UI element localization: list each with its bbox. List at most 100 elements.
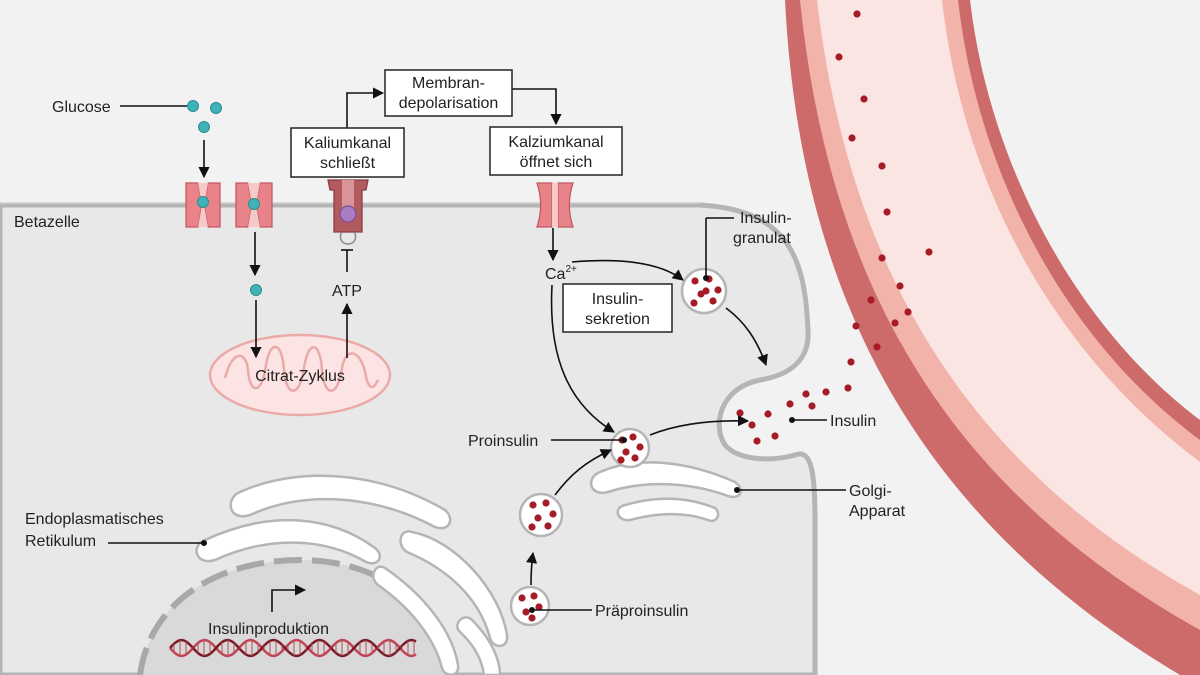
insulin-molecule bbox=[528, 523, 536, 531]
insulin-molecule bbox=[522, 608, 530, 616]
insulin-molecule bbox=[860, 95, 868, 103]
glucose-molecule bbox=[198, 121, 210, 133]
insulin-sekretion-label-2: sekretion bbox=[585, 311, 650, 328]
insulin-molecule bbox=[802, 390, 810, 398]
insulin-molecule bbox=[891, 319, 899, 327]
atp-label: ATP bbox=[332, 283, 362, 300]
insulin-molecule bbox=[534, 514, 542, 522]
insulin-molecule bbox=[771, 432, 779, 440]
insulin-molecule bbox=[835, 53, 843, 61]
insulin-molecule bbox=[753, 437, 761, 445]
insulin-molecule bbox=[844, 384, 852, 392]
insulin-molecule bbox=[808, 402, 816, 410]
membran-label-1: Membran- bbox=[412, 75, 485, 92]
glucose-molecules bbox=[187, 100, 262, 296]
insulin-sekretion-box bbox=[562, 283, 673, 333]
insulin-molecule bbox=[786, 400, 794, 408]
insulin-molecule bbox=[622, 448, 630, 456]
arrows bbox=[108, 87, 846, 611]
insulin-molecule bbox=[883, 208, 891, 216]
insulin-molecule bbox=[764, 410, 772, 418]
endoplasmic-reticulum bbox=[195, 474, 509, 675]
membran-label-2: depolarisation bbox=[399, 95, 499, 112]
dna-strand-1 bbox=[169, 638, 417, 658]
insulin-sekretion-label-1: Insulin- bbox=[592, 291, 644, 308]
golgi-label-1: Golgi- bbox=[849, 483, 892, 500]
insulin-molecule bbox=[853, 10, 861, 18]
insulin-molecule bbox=[873, 343, 881, 351]
glucose-molecule bbox=[250, 284, 262, 296]
er-cisterna-1 bbox=[229, 474, 452, 530]
ca-label-base: Ca bbox=[545, 266, 566, 283]
ca-label: Ca2+ bbox=[545, 264, 577, 283]
kalziumkanal-label-1: Kalziumkanal bbox=[508, 134, 603, 151]
insulin-molecules bbox=[518, 10, 933, 622]
potassium-channel bbox=[327, 179, 369, 245]
glucose-molecule bbox=[248, 198, 260, 210]
insulin-molecule bbox=[847, 358, 855, 366]
insulin-molecule bbox=[702, 287, 710, 295]
insulin-molecule bbox=[530, 592, 538, 600]
arrow-proinsulin-to-exocytosis bbox=[649, 415, 750, 436]
vessel-lumen bbox=[817, 0, 1200, 595]
insulin-molecule bbox=[925, 248, 933, 256]
insulin-molecule bbox=[867, 296, 875, 304]
dna-rungs bbox=[173, 640, 415, 656]
golgi-apparatus bbox=[589, 461, 743, 523]
kaliumkanal-box bbox=[290, 127, 405, 178]
insulin-granulat-label-2: granulat bbox=[733, 230, 791, 247]
insulin-molecule bbox=[617, 456, 625, 464]
arrow-vesicle-to-proinsulin bbox=[554, 449, 613, 496]
text-labels: Glucose Betazelle Kaliumkanal schließt M… bbox=[14, 75, 906, 638]
insulinproduktion-label: Insulinproduktion bbox=[208, 621, 329, 638]
insulin-molecule bbox=[518, 594, 526, 602]
insulin-molecule bbox=[709, 297, 717, 305]
insulin-molecule bbox=[631, 454, 639, 462]
praeproinsulin-label: Präproinsulin bbox=[595, 603, 688, 620]
leader-dots bbox=[201, 275, 795, 613]
er-cisterna-2 bbox=[195, 518, 381, 565]
dna-strand-2 bbox=[169, 638, 417, 658]
kalziumkanal-box bbox=[489, 126, 623, 176]
glucose-label: Glucose bbox=[52, 99, 111, 116]
ca-label-charge: 2+ bbox=[565, 264, 577, 275]
blood-vessel bbox=[785, 0, 1200, 675]
mitochondrion-cristae bbox=[223, 345, 380, 392]
transcription-arrow bbox=[271, 584, 307, 612]
arrow-depolarisation-to-kalzium bbox=[512, 88, 562, 126]
glucose-transporter-2 bbox=[235, 182, 273, 228]
insulin-molecule bbox=[528, 614, 536, 622]
insulin-granulat-label-1: Insulin- bbox=[740, 210, 792, 227]
betazelle-label: Betazelle bbox=[14, 214, 80, 231]
citrat-zyklus-label: Citrat-Zyklus bbox=[255, 368, 345, 385]
glucose-molecule bbox=[187, 100, 199, 112]
membran-box bbox=[384, 69, 513, 117]
insulin-label: Insulin bbox=[830, 413, 876, 430]
label-boxes bbox=[290, 69, 673, 333]
er-label-1: Endoplasmatisches bbox=[25, 511, 164, 528]
arrow-kalium-to-depolarisation bbox=[346, 87, 385, 128]
insulin-molecule bbox=[736, 409, 744, 417]
dna-helix-icon bbox=[169, 638, 417, 658]
insulin-molecule bbox=[549, 510, 557, 518]
arrow-praeproinsulin-to-vesicle bbox=[526, 551, 538, 586]
er-cisterna-5 bbox=[456, 616, 502, 675]
kalziumkanal-label-2: öffnet sich bbox=[520, 154, 593, 171]
insulin-molecule bbox=[629, 433, 637, 441]
atp-binding-site bbox=[339, 205, 357, 223]
glucose-molecule bbox=[197, 196, 209, 208]
insulin-molecule bbox=[878, 254, 886, 262]
insulin-molecule bbox=[848, 134, 856, 142]
insulin-molecule bbox=[904, 308, 912, 316]
er-label-2: Retikulum bbox=[25, 533, 96, 550]
insulin-molecule bbox=[529, 501, 537, 509]
insulin-molecule bbox=[878, 162, 886, 170]
glucose-molecule bbox=[210, 102, 222, 114]
arrow-granule-to-membrane bbox=[725, 307, 768, 367]
insulin-molecule bbox=[714, 286, 722, 294]
er-cisterna-4 bbox=[372, 565, 460, 675]
arrow-ca-to-proinsulin bbox=[550, 284, 615, 433]
golgi-cisterna-1 bbox=[589, 461, 743, 499]
